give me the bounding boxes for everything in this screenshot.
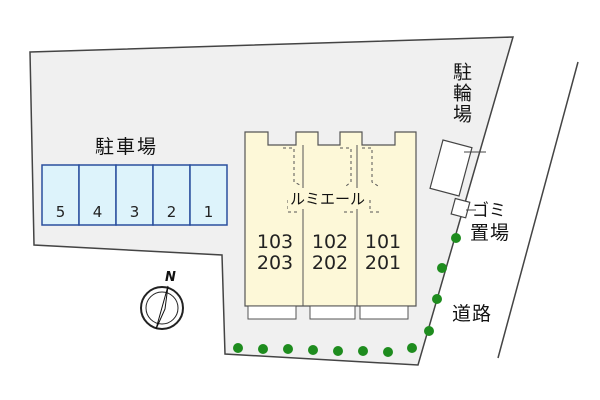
parking-title: 駐車場 xyxy=(95,136,159,158)
balcony xyxy=(309,305,356,320)
parking-space-3 xyxy=(115,164,154,226)
stair-dashed xyxy=(362,147,379,187)
parking-space-2 xyxy=(152,164,191,226)
garbage-label-katakana: ゴミ xyxy=(472,201,506,221)
tree xyxy=(233,343,243,353)
building-name: ルミエール xyxy=(288,188,368,209)
bicycle-parking-box xyxy=(429,139,473,197)
unit-upper-number: 203 xyxy=(256,252,294,274)
parking-space-number: 4 xyxy=(92,203,103,221)
tree xyxy=(424,326,434,336)
compass-north-label: N xyxy=(165,270,176,285)
tree xyxy=(258,344,268,354)
tree xyxy=(407,343,417,353)
tree xyxy=(308,345,318,355)
stair-dashed xyxy=(283,147,301,186)
tree xyxy=(358,346,368,356)
parking-space-5 xyxy=(41,164,80,226)
parking-space-number: 3 xyxy=(129,203,140,221)
unit-lower-number: 101 xyxy=(364,231,402,253)
stair-dashed xyxy=(343,200,354,213)
balcony xyxy=(359,305,409,320)
parking-space-number: 2 xyxy=(166,203,177,221)
compass-inner-ring xyxy=(145,291,179,325)
parking-space-number: 5 xyxy=(55,203,66,221)
garbage-box xyxy=(450,197,471,219)
tree xyxy=(432,294,442,304)
balcony xyxy=(247,305,297,320)
stair-dashed xyxy=(340,147,352,187)
stair-dashed xyxy=(287,200,300,213)
building-outline xyxy=(244,131,417,307)
tree xyxy=(451,233,461,243)
unit-lower-number: 102 xyxy=(311,231,349,253)
tree xyxy=(333,346,343,356)
building xyxy=(244,131,417,320)
unit-upper-number: 201 xyxy=(364,252,402,274)
compass-needle-light xyxy=(155,285,169,330)
tree xyxy=(437,263,447,273)
trees xyxy=(233,233,461,357)
road-edge-line xyxy=(497,61,579,359)
stair-dashed xyxy=(369,200,380,213)
parking-space-number: 1 xyxy=(203,203,214,221)
tree xyxy=(283,344,293,354)
garbage-label-kanji: 置場 xyxy=(470,222,511,244)
unit-lower-number: 103 xyxy=(256,231,294,253)
unit-upper-number: 202 xyxy=(311,252,349,274)
road-label: 道路 xyxy=(452,303,493,325)
parking-area xyxy=(41,164,228,226)
tree xyxy=(383,347,393,357)
bicycle-parking-label: 駐輪場 xyxy=(450,62,472,125)
compass-icon xyxy=(140,285,184,330)
parking-space-1 xyxy=(189,164,228,226)
